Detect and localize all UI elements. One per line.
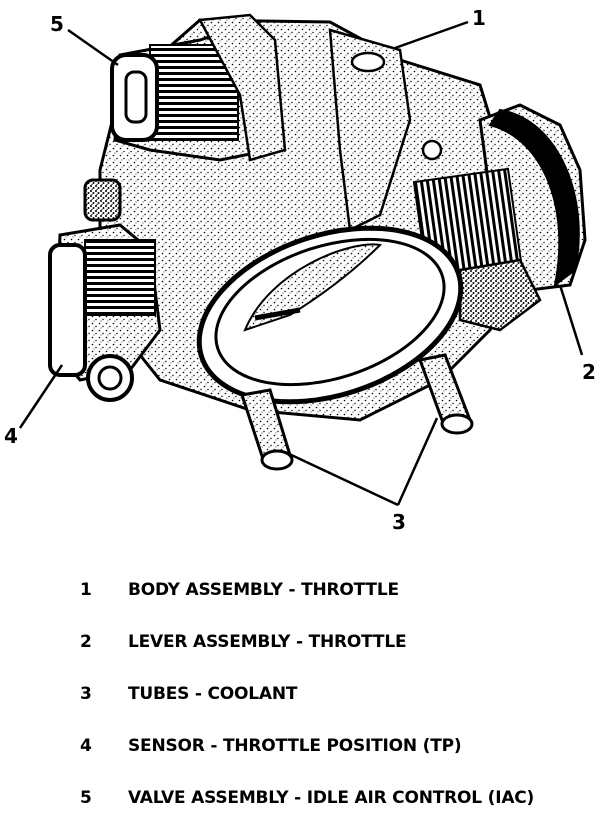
mount-hole: [421, 139, 443, 161]
iac-connector-slot: [124, 70, 148, 124]
mount-bolt: [83, 178, 122, 222]
legend-item-label: LEVER ASSEMBLY - THROTTLE: [128, 632, 407, 652]
callout-4: 4: [4, 424, 18, 448]
legend-item: 1 BODY ASSEMBLY - THROTTLE: [0, 580, 608, 610]
legend-item-number: 3: [80, 684, 93, 704]
coolant-tube-right-end: [440, 413, 474, 435]
leader-line-1: [394, 20, 469, 50]
tp-sensor-connector: [48, 243, 87, 377]
legend-item-number: 5: [80, 788, 93, 808]
callout-1: 1: [472, 6, 486, 30]
throttle-plate: [243, 243, 383, 332]
legend-item-label: BODY ASSEMBLY - THROTTLE: [128, 580, 399, 600]
callout-3: 3: [392, 510, 406, 534]
coolant-tube-left-end: [260, 449, 294, 471]
throttle-bore-inner: [214, 237, 446, 387]
legend-item-number: 2: [80, 632, 93, 652]
legend-item: 3 TUBES - COOLANT: [0, 684, 608, 714]
tp-sensor-coil: [84, 239, 156, 316]
lever-linkage: [458, 258, 542, 332]
throttle-body-drawing: [18, 13, 587, 507]
legend-item: 5 VALVE ASSEMBLY - IDLE AIR CONTROL (IAC…: [0, 788, 608, 818]
boss-hole: [350, 51, 386, 73]
upper-boss: [328, 28, 412, 232]
throttle-shaft: [254, 307, 301, 321]
lever-pulley: [488, 108, 580, 288]
legend-item: 4 SENSOR - THROTTLE POSITION (TP): [0, 736, 608, 766]
legend-item-label: SENSOR - THROTTLE POSITION (TP): [128, 736, 462, 756]
leader-line-3b: [396, 417, 439, 506]
throttle-body-illustration: 1 2 3 4 5: [4, 6, 596, 534]
leader-line-3a: [284, 450, 399, 507]
tp-sensor-fitting-inner: [97, 365, 123, 391]
leader-line-5: [67, 28, 119, 67]
leader-line-4: [18, 364, 64, 429]
legend-item: 2 LEVER ASSEMBLY - THROTTLE: [0, 632, 608, 662]
legend-item-number: 4: [80, 736, 93, 756]
iac-mount-bracket: [198, 13, 287, 162]
leader-line-2: [558, 284, 584, 356]
legend-item-number: 1: [80, 580, 93, 600]
callout-2: 2: [582, 360, 596, 384]
legend-item-label: VALVE ASSEMBLY - IDLE AIR CONTROL (IAC): [128, 788, 535, 808]
legend-item-label: TUBES - COOLANT: [128, 684, 298, 704]
callout-5: 5: [50, 12, 64, 36]
